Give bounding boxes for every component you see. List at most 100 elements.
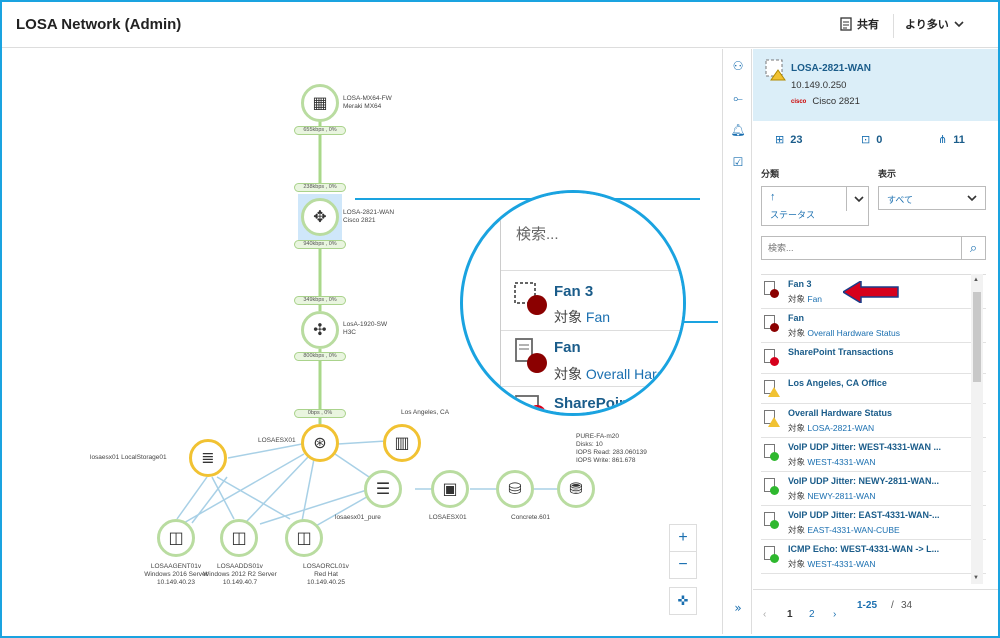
scroll-up-icon[interactable]: ▲ [973,277,979,283]
node-concrete[interactable]: ⛁ [496,470,534,508]
list-item-title[interactable]: VoIP UDP Jitter: EAST-4331-WAN-... [788,510,940,520]
list-item-title[interactable]: Fan 3 [788,279,812,289]
node-concrete-label: Concrete.601 [511,514,551,521]
node-switch[interactable]: ✣ [301,311,339,349]
node-orcl[interactable]: ◫ [285,519,323,557]
up-status-icon [764,512,779,529]
rail-alerts-icon[interactable]: 🔔︎ [730,123,746,137]
list-item[interactable]: SharePoint Transactions [761,343,986,374]
link-label: 800kbps , 0% [294,352,346,361]
node-localstorage[interactable]: ≣ [189,439,227,477]
pointer-arrow [843,281,899,303]
node-fw[interactable]: ▦ [301,84,339,122]
list-item[interactable]: Los Angeles, CA Office [761,374,986,404]
share-label: 共有 [857,19,879,31]
list-item-title[interactable]: Los Angeles, CA Office [788,377,887,388]
document-icon [840,17,852,31]
node-agent[interactable]: ◫ [157,519,195,557]
list-item-link[interactable]: Overall Hardware Status [807,328,900,338]
node-pure20[interactable]: ⛃ [557,470,595,508]
router-icon: ✥ [313,207,327,226]
search-icon[interactable]: ⌕ [961,237,985,259]
list-item-link[interactable]: WEST-4331-WAN [807,457,876,467]
next-page-icon[interactable]: › [833,609,837,620]
show-label: 表示 [878,169,897,179]
side-rail: ⚇ ⟜ 🔔︎ ☑ » [722,49,752,634]
list-item-link[interactable]: NEWY-2811-WAN [807,491,876,501]
more-menu-button[interactable]: より多い [905,16,964,32]
zoom-item-sub: 対象 Fan [554,309,611,325]
list-item-title[interactable]: Fan [788,313,805,323]
node-esx[interactable]: ⊛ [301,424,339,462]
list-item[interactable]: ICMP Echo: WEST-4331-WAN -> L... 対象 WEST-… [761,540,986,574]
prev-page-icon[interactable]: ‹ [763,609,767,620]
node-esx2[interactable]: ▣ [431,470,469,508]
zoom-in-button[interactable]: + [669,524,697,552]
share-button[interactable]: 共有 [840,16,879,32]
host-icon: ▣ [442,479,458,498]
list-item[interactable]: VoIP UDP Jitter: EAST-4331-WAN-...対象 EAS… [761,506,986,540]
array-icon: ⛃ [569,479,583,498]
list-item-link[interactable]: WEST-4331-WAN [807,559,876,569]
scroll-down-icon[interactable]: ▼ [973,575,979,581]
switch-icon: ✣ [313,320,327,339]
stat-hierarchy[interactable]: ⊡0 [861,133,883,146]
zoom-out-button[interactable]: − [669,551,697,579]
list-item-title[interactable]: ICMP Echo: WEST-4331-WAN -> L... [788,544,940,554]
node-esx-label: LOSAESX01 [258,437,296,444]
node-pure[interactable]: ☰ [364,470,402,508]
sort-dropdown[interactable] [846,187,870,211]
list-item-title[interactable]: Overall Hardware Status [788,408,893,418]
list-item-subtitle: 対象 WEST-4331-WAN [788,559,876,569]
rail-collapse-icon[interactable]: » [734,601,742,615]
node-la[interactable]: ▥ [383,424,421,462]
rail-entity-icon[interactable]: ⚇ [732,59,744,73]
rail-relations-icon[interactable]: ⟜ [733,90,743,105]
up-status-icon [764,546,779,563]
device-name[interactable]: LOSA-2821-WAN [791,63,872,74]
node-add[interactable]: ◫ [220,519,258,557]
page-range: 1-25 [857,600,878,611]
vendor-logo: cisco [791,98,807,105]
rail-events-icon[interactable]: ☑ [732,155,744,169]
critical-status-icon [764,315,779,332]
error-status-icon [764,349,779,366]
show-value: すべて [887,195,914,205]
scroll-thumb[interactable] [973,292,981,382]
page-2[interactable]: 2 [809,609,815,620]
fit-icon: ✜ [677,593,689,608]
list-item-title[interactable]: VoIP UDP Jitter: NEWY-2811-WAN... [788,476,940,486]
svg-text:!: ! [534,407,538,416]
list-item-link[interactable]: EAST-4331-WAN-CUBE [807,525,900,535]
show-select[interactable]: すべて [878,186,986,210]
list-item[interactable]: VoIP UDP Jitter: NEWY-2811-WAN...対象 NEWY… [761,472,986,506]
node-la-label: Los Angeles, CA [401,409,450,416]
fit-to-screen-button[interactable]: ✜ [669,587,697,615]
node-router[interactable]: ✥ [301,198,339,236]
stat-network[interactable]: ⋔11 [938,133,965,146]
list-item-link[interactable]: Fan [807,294,823,304]
list-item-title[interactable]: VoIP UDP Jitter: WEST-4331-WAN ... [788,442,942,452]
page-1[interactable]: 1 [787,609,793,620]
search-input[interactable] [768,243,958,253]
list-item-link[interactable]: LOSA-2821-WAN [807,423,875,433]
node-pure-label: losaesx01_pure [335,514,381,521]
chevron-down-icon [954,20,964,27]
stat-children[interactable]: ⊞23 [775,133,803,146]
list-item-title[interactable]: SharePoint Transactions [788,347,894,357]
pagination: ‹ 1 2 › 1-25 / 34 [753,589,998,629]
page-sep: / [891,600,894,611]
list-item[interactable]: VoIP UDP Jitter: WEST-4331-WAN ...対象 WES… [761,438,986,472]
more-label: より多い [905,19,949,31]
sort-select[interactable]: ↑ ステータス [761,186,869,226]
list-scrollbar[interactable]: ▲ ▼ [971,274,983,584]
node-localstorage-label: losaesx01 LocalStorage01 [90,454,167,461]
